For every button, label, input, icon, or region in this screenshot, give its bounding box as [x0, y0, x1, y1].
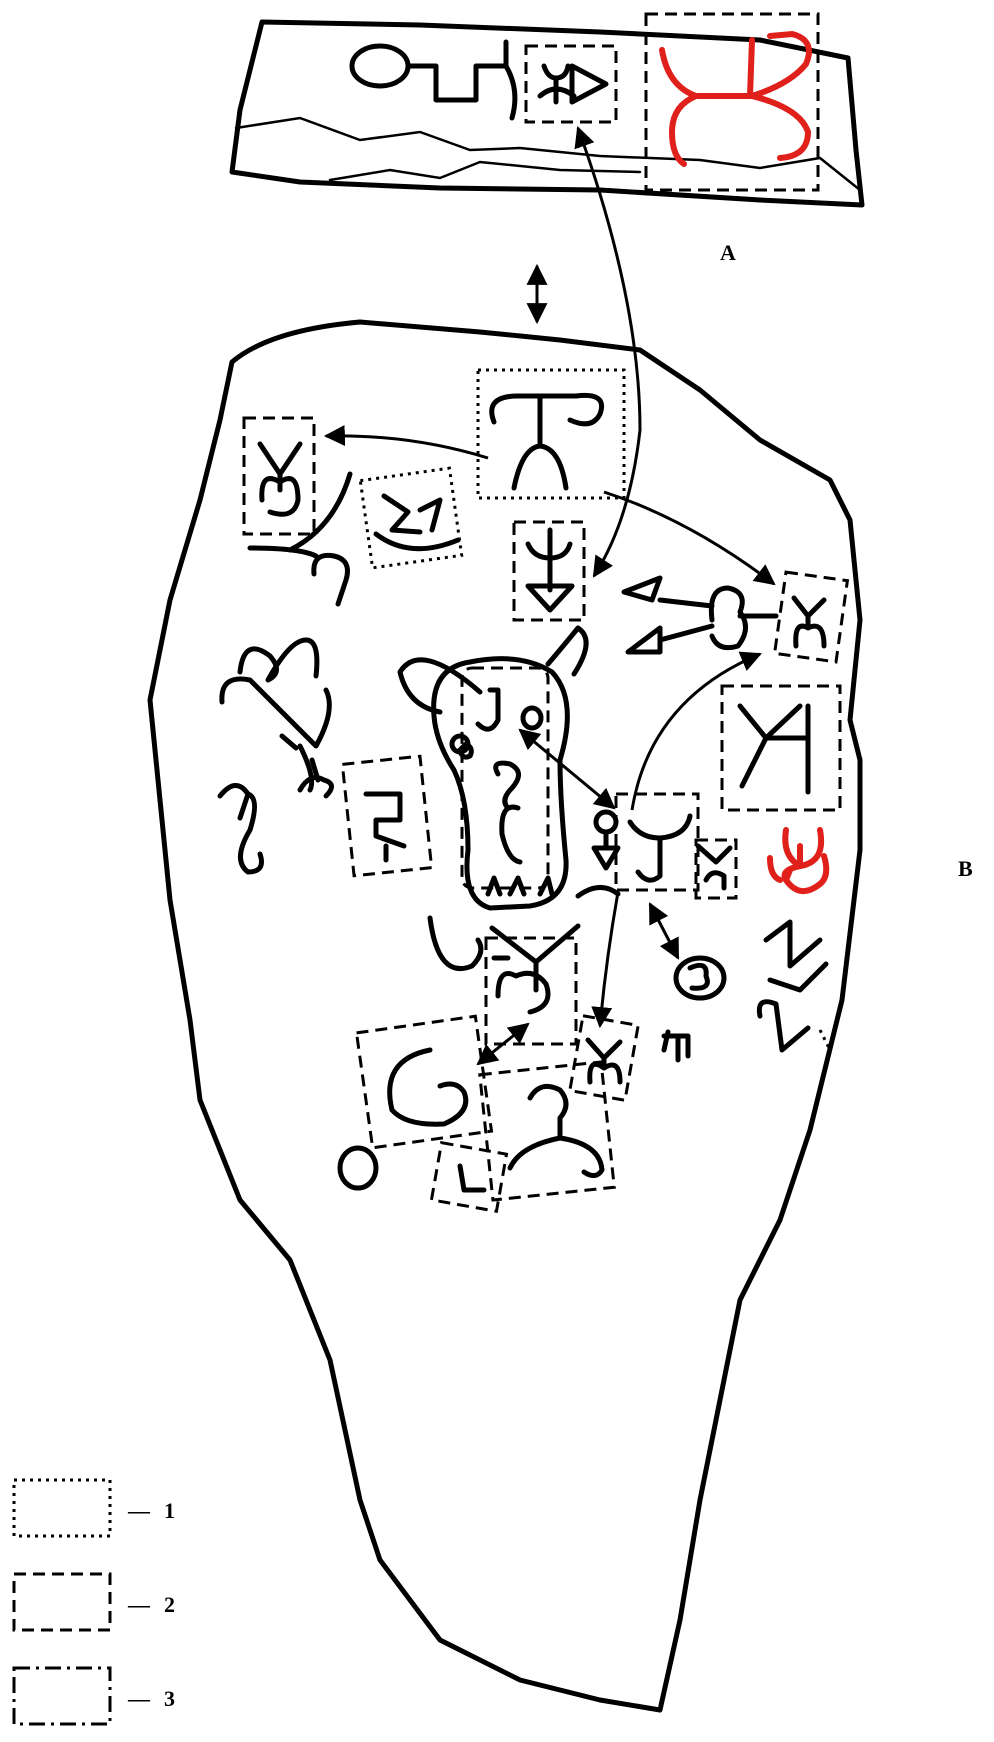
legend-swatch-dash-dot — [14, 1668, 110, 1724]
arc-line — [290, 474, 350, 550]
c-curl-sign — [390, 1050, 466, 1124]
legend-separator: — — [127, 1686, 151, 1711]
sign-box-dotted — [478, 370, 624, 498]
j-sign — [578, 816, 690, 896]
legend: — 1 — 2 — 3 — [14, 1480, 175, 1724]
panel-label-b: B — [958, 856, 973, 881]
circled-three-sign — [676, 958, 724, 998]
circle-sign — [340, 1148, 376, 1188]
anthropomorph-sign — [352, 42, 515, 118]
arc-line — [250, 548, 316, 556]
arrow-trident-sign — [540, 66, 606, 102]
twin-arc-sign — [260, 444, 300, 514]
bull-head-sign — [400, 628, 586, 908]
legend-number-2: 2 — [164, 1592, 175, 1617]
stone-b: B — [150, 322, 973, 1710]
connection-arrow — [600, 892, 618, 1026]
legend-item-dotted: — 1 — [14, 1480, 175, 1536]
scroll-sign-left — [220, 785, 262, 872]
panel-label-a: A — [720, 240, 736, 265]
legend-swatch-dashed — [14, 1574, 110, 1630]
small-twin-sign — [794, 598, 824, 646]
red-sign-b — [770, 830, 826, 891]
sign-box-dashed — [775, 572, 848, 662]
legend-item-dashed: — 2 — [14, 1574, 175, 1630]
connection-arrow — [650, 904, 678, 958]
sign-box-dashed — [480, 1062, 615, 1200]
stone-b-outline — [150, 322, 860, 1710]
stone-a-outline — [232, 22, 862, 205]
legend-separator: — — [127, 1592, 151, 1617]
zigzag-sign — [376, 496, 458, 549]
small-curl-sign — [300, 760, 332, 796]
connection-arrow — [604, 492, 774, 584]
arrow-heads-sign — [624, 578, 776, 652]
legend-number-1: 1 — [164, 1498, 175, 1523]
y-fork-sign — [740, 706, 808, 792]
hook-arc-sign — [430, 918, 481, 969]
sign-box-dotted — [360, 468, 461, 568]
circle-triangle-sign — [594, 812, 618, 868]
hook-sign — [314, 555, 348, 604]
sign-box-dashed — [357, 1016, 492, 1148]
v-sign — [460, 1166, 484, 1190]
legend-item-dash-dot: — 3 — [14, 1668, 175, 1724]
tree-curl-sign — [510, 1086, 602, 1175]
small-rune-sign — [698, 846, 730, 888]
connection-arrow — [578, 128, 640, 576]
red-sign — [662, 34, 809, 164]
tree-sign — [492, 395, 602, 488]
star-cross-sign — [759, 922, 830, 1050]
cross-rune-sign — [664, 1032, 688, 1060]
legend-separator: — — [127, 1498, 151, 1523]
step-sign — [366, 794, 404, 860]
triangle-trident-sign — [528, 530, 572, 610]
legend-swatch-dotted — [14, 1480, 110, 1536]
stone-a: A — [232, 14, 862, 265]
connection-arrow — [326, 436, 488, 458]
legend-number-3: 3 — [164, 1686, 175, 1711]
